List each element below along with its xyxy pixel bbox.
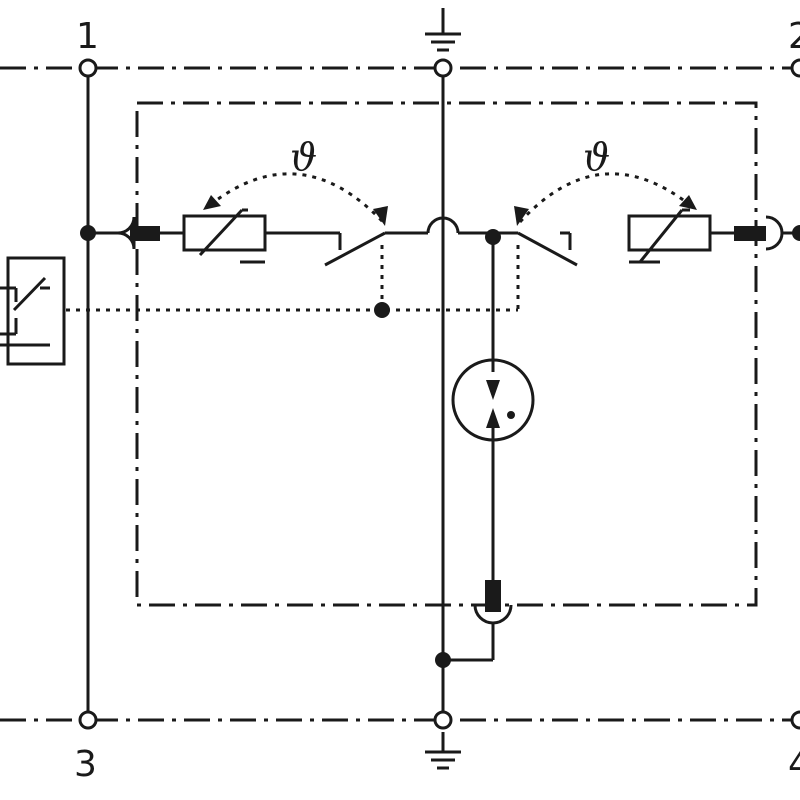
right-arc-arrowhead-end [679, 195, 697, 210]
left-arc-arrowhead-start [203, 195, 221, 210]
terminal-4-label: 4 [788, 744, 800, 785]
terminal-4-connector [790, 710, 800, 730]
left-arc-arrowhead-end [373, 206, 388, 226]
terminal-ground-top-connector [433, 58, 453, 78]
remote-signal-contact [0, 256, 66, 366]
terminal-3-connector [78, 710, 98, 730]
terminal-1-connector [78, 58, 98, 78]
left-thermal-symbol: ϑ [290, 135, 317, 179]
left-terminal-block [130, 226, 160, 241]
right-thermal-symbol: ϑ [583, 135, 610, 179]
junction-signal [374, 302, 390, 318]
left-varistor [182, 208, 267, 264]
terminal-3-label: 3 [74, 744, 97, 785]
gdt-terminal-block [485, 580, 501, 612]
ground-icon-top [425, 8, 461, 52]
terminal-2-connector [790, 58, 800, 78]
right-varistor [627, 208, 712, 264]
junction-left-main [80, 225, 96, 241]
device-enclosure [135, 101, 758, 607]
left-thermal-switch [324, 231, 386, 267]
gdt-gas-dot [507, 411, 515, 419]
gdt-lower-arrow [486, 408, 500, 428]
junction-right-main [792, 225, 800, 241]
junction-ground-bottom [435, 652, 451, 668]
terminal-ground-bottom-connector [433, 710, 453, 730]
gdt-upper-arrow [486, 380, 500, 400]
right-thermal-switch [517, 231, 578, 267]
right-arc-arrowhead-start [514, 206, 529, 226]
junction-gdt-top [485, 229, 501, 245]
ground-icon-bottom [425, 732, 461, 770]
terminal-2-label: 2 [788, 16, 800, 57]
right-terminal-block [734, 226, 766, 241]
terminal-1-label: 1 [76, 16, 99, 57]
